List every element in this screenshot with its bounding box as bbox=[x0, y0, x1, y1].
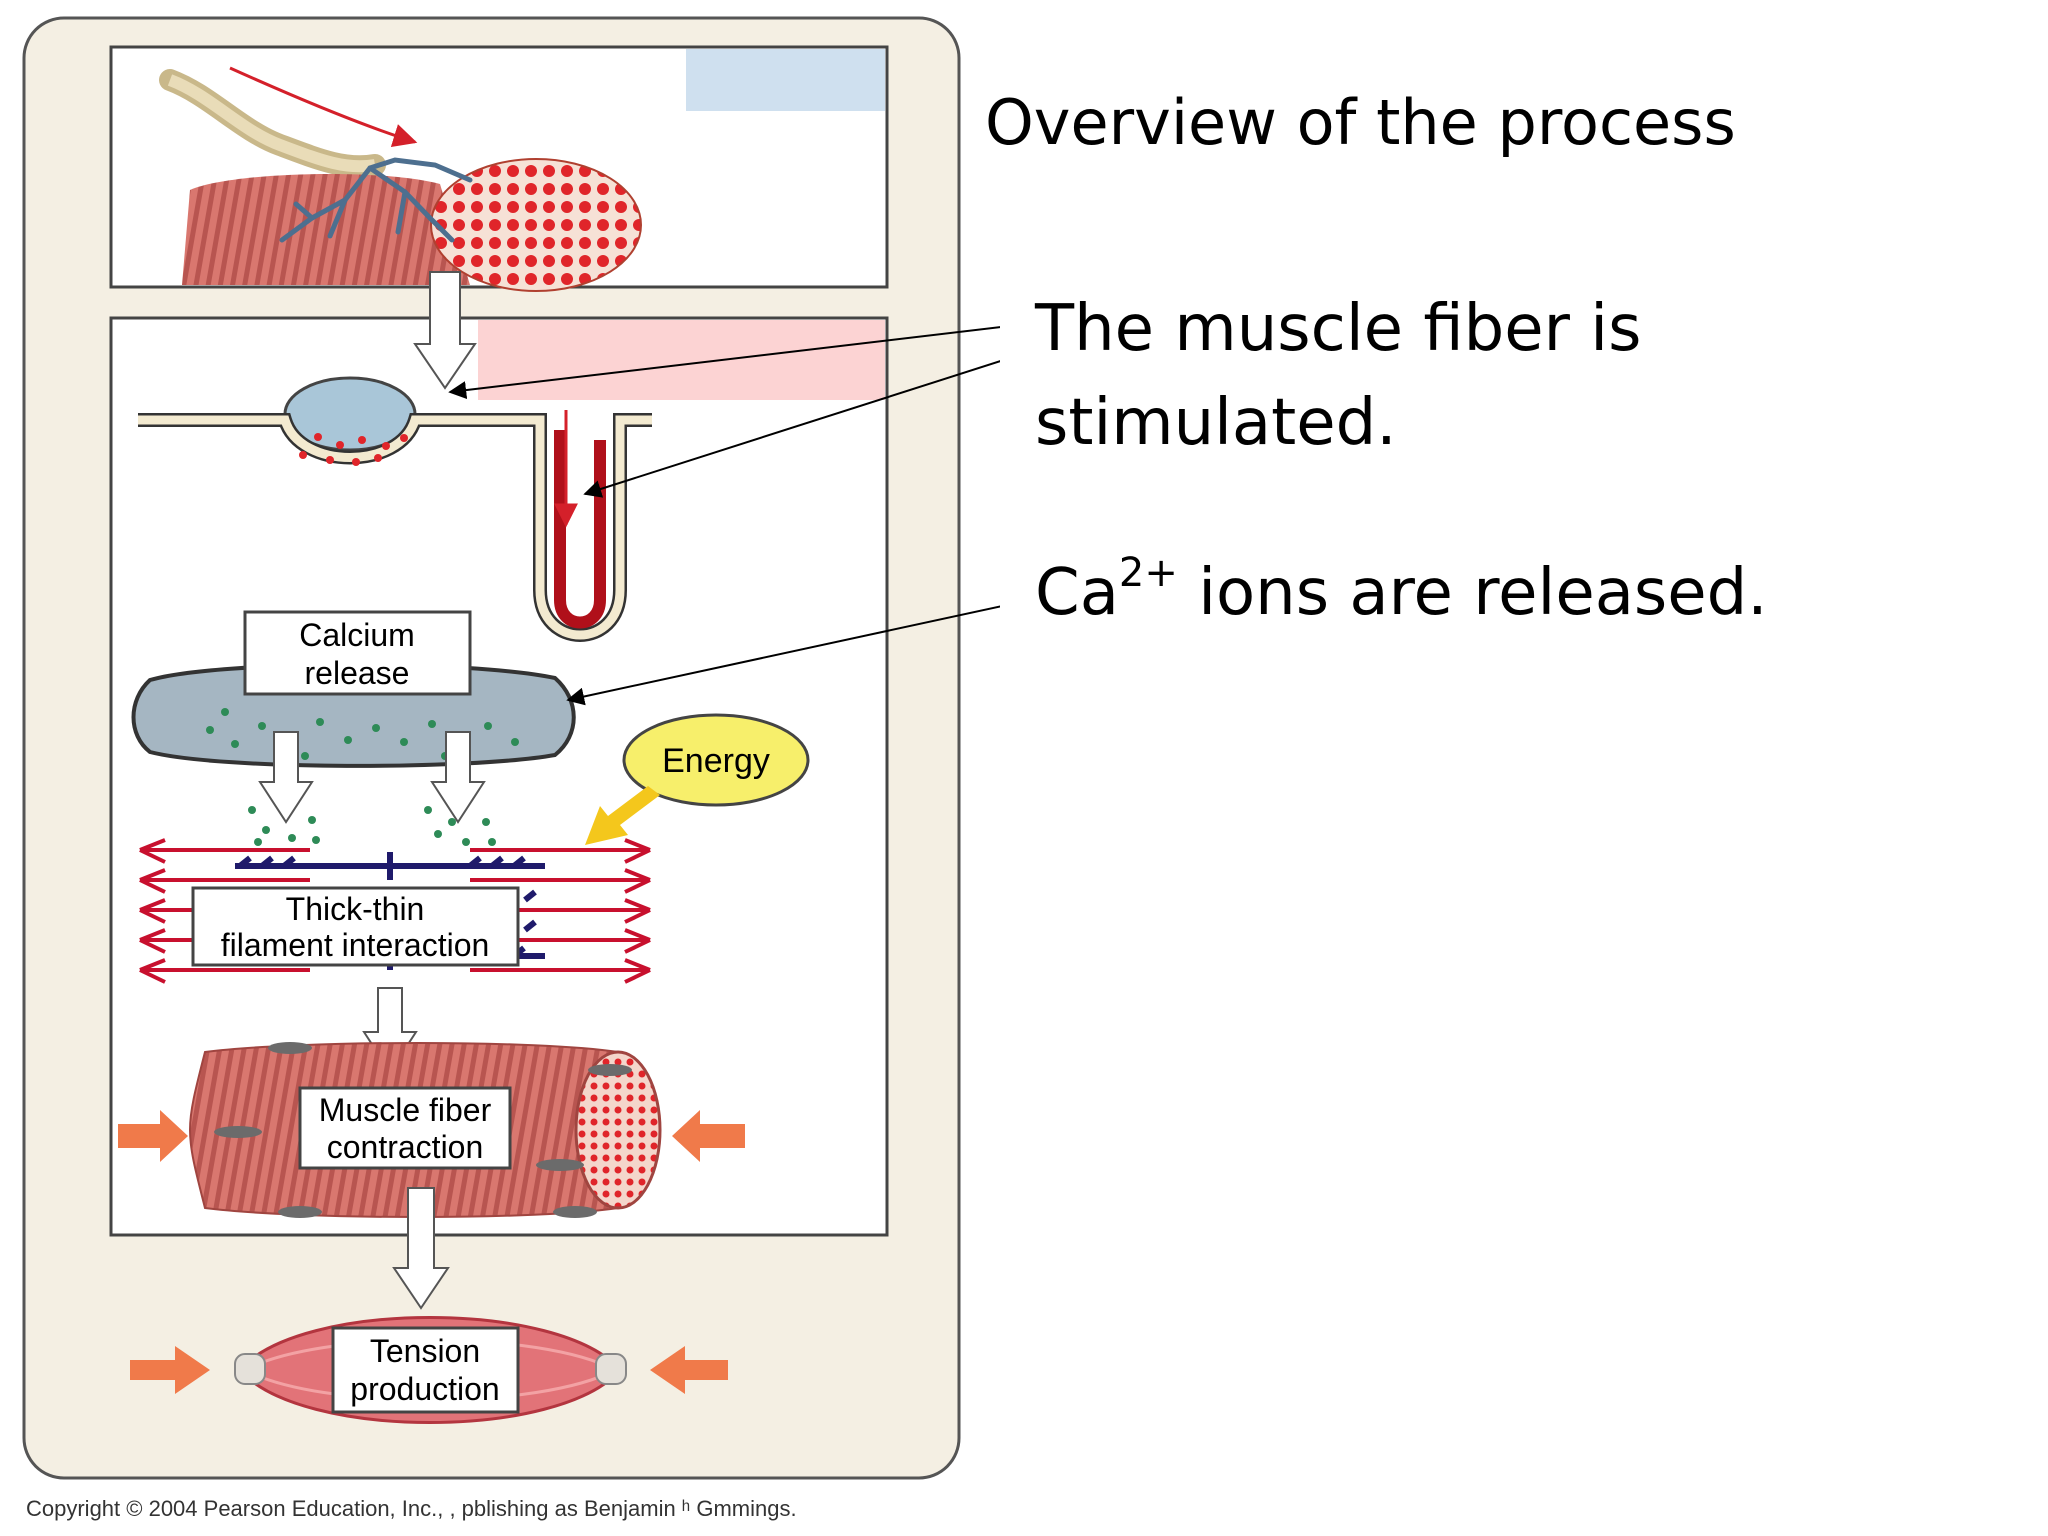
tension-label: Tension production bbox=[331, 1326, 520, 1414]
copyright-notice: Copyright © 2004 Pearson Education, Inc.… bbox=[26, 1496, 797, 1521]
calcium-symbol: Ca bbox=[1035, 556, 1119, 630]
pointer-to-t-tubule bbox=[583, 360, 1000, 498]
muscle-contraction-diagram: Calcium release Energy bbox=[22, 16, 1000, 1480]
acetylcholine-dots bbox=[299, 433, 408, 466]
fiber-cross-section bbox=[430, 158, 642, 292]
energy-label: Energy bbox=[585, 713, 810, 845]
highlight-box-pink bbox=[478, 320, 885, 400]
svg-text:Calcium: Calcium bbox=[299, 617, 415, 653]
down-arrow-3 bbox=[392, 1187, 450, 1310]
released-calcium-ions bbox=[248, 806, 496, 846]
svg-text:filament interaction: filament interaction bbox=[221, 927, 490, 963]
highlight-box-blue bbox=[686, 49, 885, 111]
svg-text:Tension: Tension bbox=[370, 1333, 480, 1369]
calcium-released-text: ions are released. bbox=[1177, 556, 1768, 630]
sarcolemma-t-tubule bbox=[138, 376, 652, 642]
svg-text:production: production bbox=[350, 1371, 499, 1407]
svg-text:Muscle fiber: Muscle fiber bbox=[319, 1092, 492, 1128]
pointer-to-synapse bbox=[448, 326, 1000, 400]
muscle-fiber-cylinder bbox=[182, 173, 470, 285]
calcium-charge: 2+ bbox=[1118, 550, 1178, 596]
energy-arrow bbox=[585, 786, 660, 845]
svg-text:contraction: contraction bbox=[327, 1129, 484, 1165]
svg-text:release: release bbox=[305, 655, 410, 691]
bullet-calcium-released: Ca2+ ions are released. bbox=[1035, 553, 1768, 630]
release-arrow-left bbox=[258, 731, 314, 824]
impulse-arrow bbox=[229, 66, 418, 148]
svg-text:Thick-thin: Thick-thin bbox=[286, 891, 425, 927]
nerve-stimulation-panel bbox=[109, 45, 889, 292]
pointer-to-sr bbox=[566, 605, 1000, 706]
contraction-label: Muscle fiber contraction bbox=[298, 1086, 512, 1170]
calcium-release-label: Calcium release bbox=[243, 610, 472, 696]
filament-interaction-label: Thick-thin filament interaction bbox=[191, 886, 520, 967]
tension-arrow-right bbox=[650, 1346, 728, 1394]
bullet-muscle-stimulated: The muscle fiber is stimulated. bbox=[1035, 292, 1642, 460]
slide-title: Overview of the process bbox=[985, 86, 1736, 159]
contraction-arrow-right bbox=[672, 1110, 745, 1162]
nerve-terminal-branches bbox=[279, 157, 473, 243]
tension-arrow-left bbox=[130, 1346, 210, 1394]
contraction-arrow-left bbox=[118, 1110, 188, 1162]
release-arrow-right bbox=[430, 731, 486, 824]
t-tubule-impulse bbox=[554, 430, 606, 629]
svg-text:Energy: Energy bbox=[662, 742, 770, 780]
